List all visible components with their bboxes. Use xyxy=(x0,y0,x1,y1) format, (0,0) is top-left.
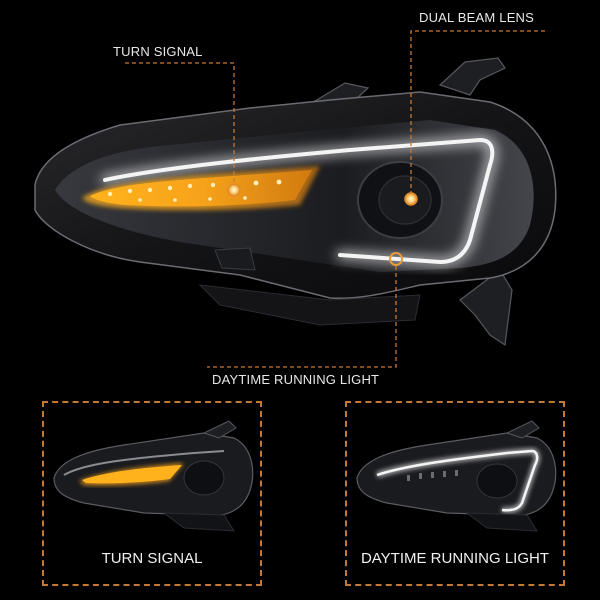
dual-beam-lens-callout xyxy=(404,30,545,206)
turn-signal-headlight-thumbnail xyxy=(53,420,254,532)
daytime-running-light-label: DAYTIME RUNNING LIGHT xyxy=(212,372,380,387)
turn-signal-panel-caption: TURN SIGNAL xyxy=(101,550,203,567)
turn-signal-callout xyxy=(125,62,241,197)
drl-panel-caption: DAYTIME RUNNING LIGHT xyxy=(360,550,550,567)
drl-panel xyxy=(345,401,565,586)
drl-headlight-thumbnail xyxy=(356,420,557,532)
turn-signal-label: TURN SIGNAL xyxy=(113,44,203,59)
turn-signal-panel xyxy=(42,401,262,586)
drl-callout xyxy=(207,252,403,368)
dual-beam-lens-label: DUAL BEAM LENS xyxy=(419,10,535,25)
